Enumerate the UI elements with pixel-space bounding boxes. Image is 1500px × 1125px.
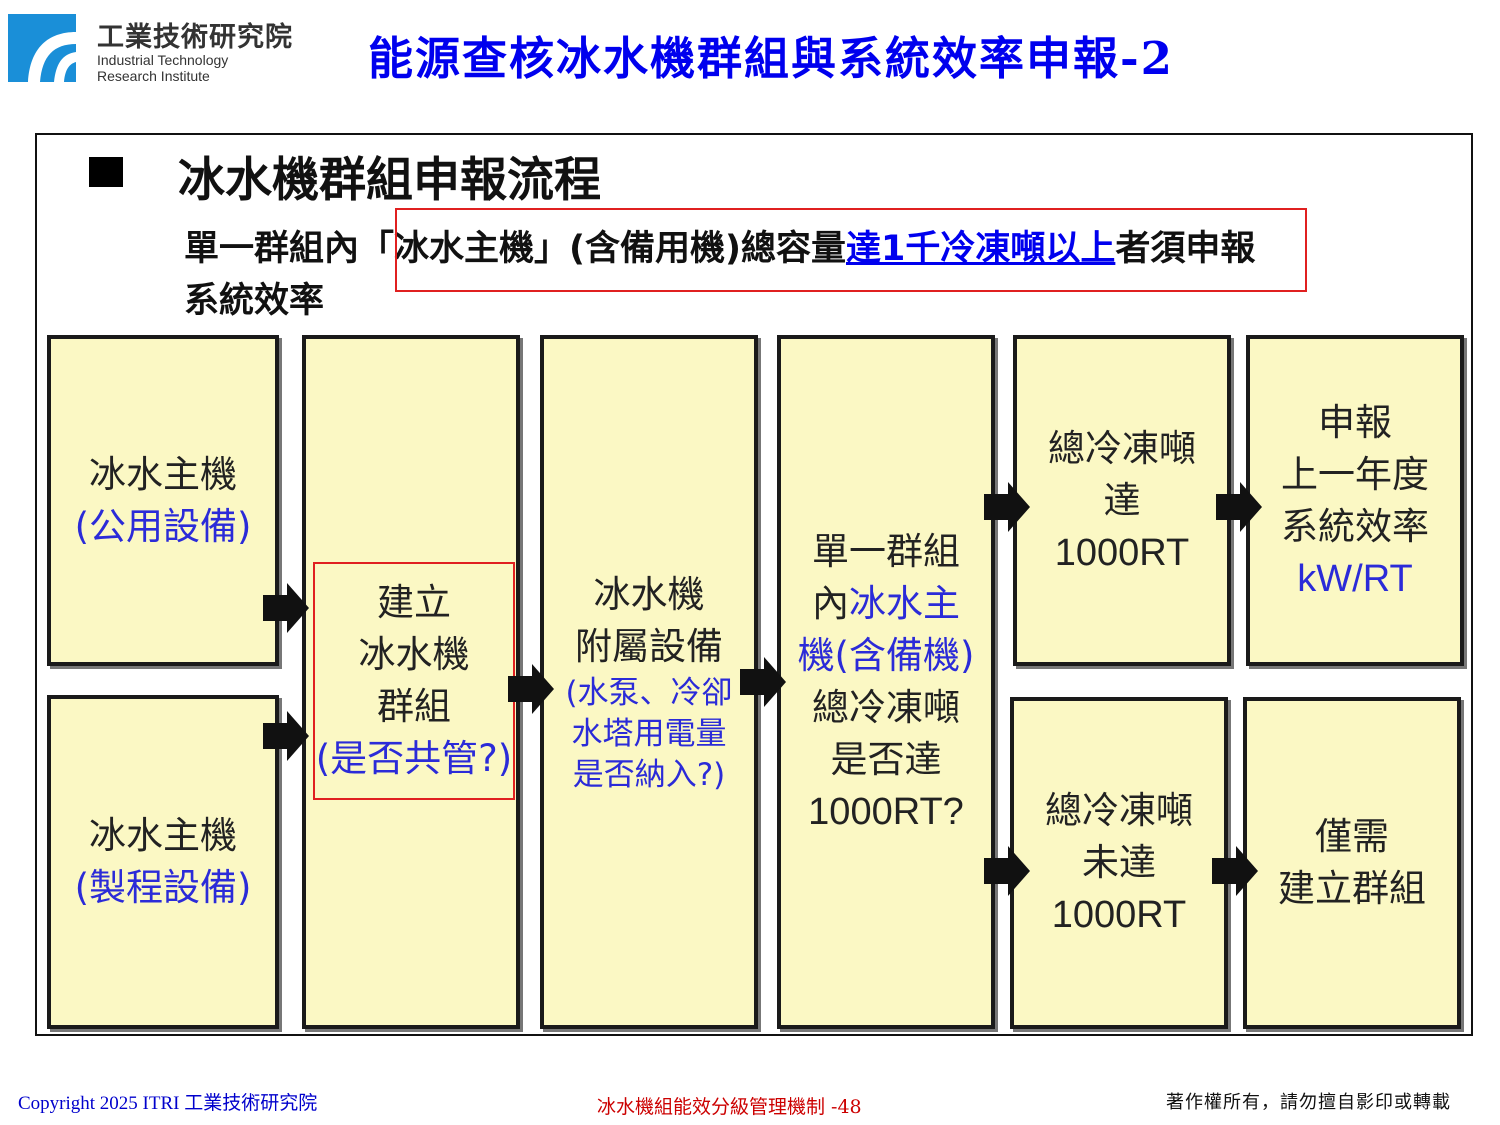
build-group-line1: 建立: [376, 581, 451, 624]
auxiliary-line2: 附屬設備: [575, 624, 723, 668]
judge-line2: 內冰水主: [798, 578, 975, 630]
auxiliary-line5: 是否納入?): [572, 756, 726, 793]
arrow-right-icon: [984, 846, 1030, 896]
itri-logo-icon: [8, 14, 76, 82]
judge-box: 單一群組 內冰水主 機(含備機) 總冷凍噸 是否達 1000RT?: [777, 335, 995, 1029]
highlight-frame: [395, 208, 1307, 292]
judge-line2b: 冰水主: [849, 582, 960, 625]
description-highlight: 達1千冷凍噸以上: [846, 229, 1116, 269]
judge-line5: 是否達: [830, 738, 942, 781]
not-reach-line2: 未達: [1082, 841, 1156, 884]
not-reach-line1: 總冷凍噸: [1045, 789, 1193, 832]
logo-english-name: Industrial Technology Research Institute: [97, 52, 228, 84]
arrow-right-icon: [1212, 846, 1258, 896]
auxiliary-box: 冰水機 附屬設備 (水泵、冷卻 水塔用電量 是否納入?): [540, 335, 758, 1029]
description-part1: 單一群組內「冰水主機」(含備用機)總容量: [184, 229, 846, 269]
judge-line1: 單一群組: [812, 530, 960, 573]
build-group-box: [302, 335, 520, 1029]
footer-page-label: 冰水機組能效分級管理機制 -48: [597, 1096, 862, 1118]
report-line1: 申報: [1318, 400, 1392, 444]
logo-name: 工業技術研究院: [97, 22, 293, 53]
report-line2: 上一年度: [1281, 452, 1429, 496]
report-box: 申報 上一年度 系統效率 kW/RT: [1246, 335, 1464, 666]
reach-line3: 1000RT: [1054, 531, 1190, 574]
build-group-line2: 冰水機: [358, 633, 470, 676]
arrow-right-icon: [984, 482, 1030, 532]
logo-english-line1: Industrial Technology: [97, 52, 229, 68]
judge-line6: 1000RT?: [808, 791, 964, 833]
arrow-right-icon: [263, 711, 309, 761]
process-chiller-label: 冰水主機: [89, 814, 237, 857]
judge-line4: 總冷凍噸: [812, 686, 960, 729]
flow-frame: 冰水機群組申報流程 單一群組內「冰水主機」(含備用機)總容量達1千冷凍噸以上者須…: [35, 133, 1473, 1036]
build-group-question: (是否共管?): [315, 737, 513, 780]
logo-english-line2: Research Institute: [97, 68, 210, 84]
process-chiller-sub: (製程設備): [74, 866, 252, 909]
report-line4: kW/RT: [1297, 557, 1413, 600]
build-group-line3: 群組: [376, 685, 451, 728]
not-reach-box: 總冷凍噸 未達 1000RT: [1010, 697, 1228, 1029]
judge-line3: 機(含備機): [797, 634, 975, 677]
reach-box: 總冷凍噸 達 1000RT: [1013, 335, 1231, 666]
report-line3: 系統效率: [1281, 504, 1429, 548]
reach-line2: 達: [1103, 478, 1141, 522]
auxiliary-line3: (水泵、冷卻: [565, 674, 733, 711]
arrow-right-icon: [1216, 482, 1262, 532]
arrow-right-icon: [740, 657, 786, 707]
section-title: 冰水機群組申報流程: [178, 153, 601, 208]
process-chiller-box: 冰水主機 (製程設備): [47, 695, 279, 1029]
only-build-line1: 僅需: [1315, 815, 1389, 858]
only-build-line2: 建立群組: [1278, 867, 1426, 910]
section-description: 單一群組內「冰水主機」(含備用機)總容量達1千冷凍噸以上者須申報 系統效率: [184, 223, 1255, 327]
public-chiller-label: 冰水主機: [89, 452, 237, 496]
description-line2: 系統效率: [184, 281, 325, 321]
footer-rights: 著作權所有，請勿擅自影印或轉載: [1166, 1092, 1451, 1113]
auxiliary-line1: 冰水機: [593, 572, 705, 616]
not-reach-line3: 1000RT: [1051, 894, 1187, 936]
square-bullet-icon: [89, 157, 123, 187]
description-line1: 單一群組內「冰水主機」(含備用機)總容量達1千冷凍噸以上者須申報: [184, 223, 1255, 275]
public-chiller-box: 冰水主機 (公用設備): [47, 335, 279, 666]
arrow-right-icon: [508, 664, 554, 714]
judge-line2a: 內: [812, 582, 849, 625]
description-part2: 者須申報: [1115, 229, 1256, 269]
reach-line1: 總冷凍噸: [1048, 426, 1196, 470]
public-chiller-sub: (公用設備): [74, 504, 252, 548]
build-group-highlight: 建立 冰水機 群組 (是否共管?): [313, 562, 515, 800]
footer-copyright: Copyright 2025 ITRI 工業技術研究院: [18, 1093, 318, 1114]
arrow-right-icon: [263, 583, 309, 633]
page-title: 能源查核冰水機群組與系統效率申報-2: [368, 32, 1174, 85]
auxiliary-line4: 水塔用電量: [571, 715, 727, 752]
only-build-box: 僅需 建立群組: [1243, 697, 1461, 1029]
